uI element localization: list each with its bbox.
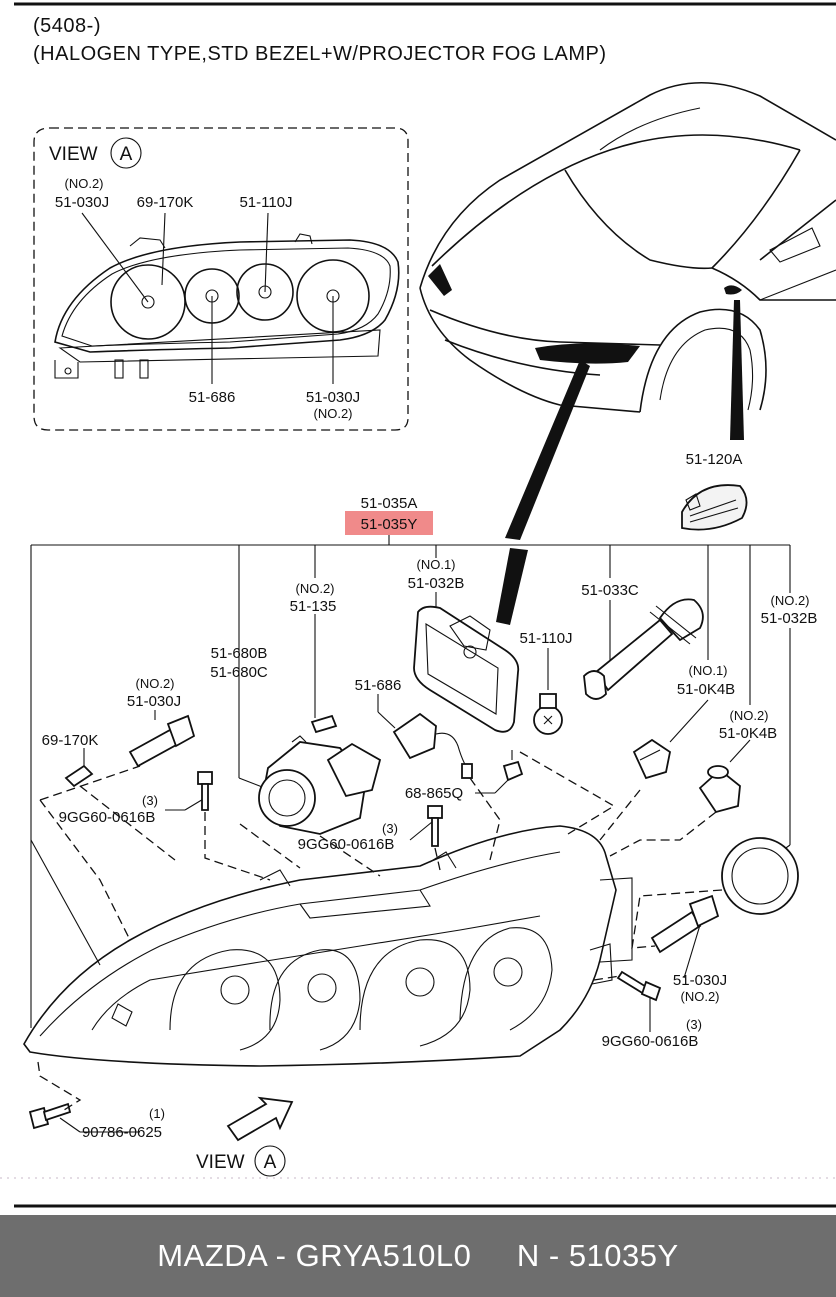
view-a-circle	[110, 137, 142, 169]
label-90786-0625: 90786-0625	[82, 1124, 162, 1141]
label-no1-a: (NO.1)	[417, 557, 456, 572]
footer-text: MAZDA - GRYA510L0 N - 51035Y	[157, 1238, 679, 1273]
label-51-680c: 51-680C	[210, 664, 268, 681]
retaining-clip	[502, 750, 524, 782]
rear-cap	[721, 837, 799, 915]
label-51-033c: 51-033C	[581, 582, 639, 599]
view-a-letter: A	[120, 144, 133, 165]
h7-bulb-left	[128, 714, 196, 768]
turn-signal-bulb	[533, 693, 563, 735]
inset-label-no2-a: (NO.2)	[65, 176, 104, 191]
label-51-035a: 51-035A	[361, 495, 418, 512]
label-qty3-a: (3)	[142, 793, 158, 808]
inset-label-51-030j-a: 51-030J	[55, 194, 109, 211]
label-no2-c: (NO.2)	[136, 676, 175, 691]
bolt-90786	[28, 1102, 72, 1130]
h7-bulb-right	[650, 894, 720, 954]
label-51-035y: 51-035Y	[361, 516, 418, 533]
view-a-bottom-letter: A	[264, 1152, 277, 1173]
label-51-680b: 51-680B	[211, 645, 268, 662]
bulb-socket-cover	[413, 605, 520, 733]
inset-label-69-170k: 69-170K	[137, 194, 194, 211]
label-no2-a: (NO.2)	[296, 581, 335, 596]
bolt-9gg60-c	[616, 970, 662, 1002]
inset-label-51-686: 51-686	[189, 389, 236, 406]
label-51-110j: 51-110J	[519, 630, 572, 647]
part-number-footer: MAZDA - GRYA510L0 N - 51035Y	[0, 1215, 836, 1297]
label-51-686: 51-686	[355, 677, 402, 694]
view-a-title: VIEW	[49, 144, 98, 165]
label-51-0k4b-a: 51-0K4B	[677, 681, 735, 698]
header-line1: (5408-)	[33, 15, 101, 37]
view-a-bottom-circle	[254, 1145, 286, 1177]
bulb-socket-a	[632, 738, 672, 780]
callout-tree	[30, 535, 791, 1133]
turn-lamp-lens	[236, 263, 294, 321]
label-69-170k: 69-170K	[42, 732, 99, 749]
label-51-032b-b: 51-032B	[761, 610, 818, 627]
label-51-0k4b-b: 51-0K4B	[719, 725, 777, 742]
headlamp-housing	[23, 825, 633, 1067]
assembly-guides	[37, 751, 723, 1111]
view-a-arrow	[226, 1096, 294, 1142]
label-no2-e: (NO.2)	[681, 989, 720, 1004]
label-no2-b: (NO.2)	[771, 593, 810, 608]
headlamp-bulb	[583, 598, 704, 700]
label-no2-d: (NO.2)	[730, 708, 769, 723]
label-qty1: (1)	[149, 1106, 165, 1121]
parts-diagram: (5408-) (HALOGEN TYPE,STD BEZEL+W/PROJEC…	[0, 2, 836, 1208]
car-outline	[419, 82, 836, 625]
view-a-bottom-title: VIEW	[196, 1152, 245, 1173]
fog-lamp-assembly	[258, 735, 382, 835]
bolt-9gg60-a	[197, 771, 213, 811]
label-51-030j-a: 51-030J	[127, 693, 181, 710]
label-9gg60-b: 9GG60-0616B	[298, 836, 395, 853]
inset-label-no2-b: (NO.2)	[314, 406, 353, 421]
header-line2: (HALOGEN TYPE,STD BEZEL+W/PROJECTOR FOG …	[33, 43, 607, 65]
label-51-032b-a: 51-032B	[408, 575, 465, 592]
bulb-socket-b	[698, 765, 741, 814]
label-9gg60-a: 9GG60-0616B	[59, 809, 156, 826]
label-9gg60-c: 9GG60-0616B	[602, 1033, 699, 1050]
fog-aim-screw	[310, 714, 338, 734]
headlamp-front-view	[54, 233, 400, 379]
inset-label-51-110j: 51-110J	[239, 194, 292, 211]
label-51-135: 51-135	[290, 598, 337, 615]
label-51-030j-b: 51-030J	[673, 972, 727, 989]
bolt-9gg60-b	[427, 805, 443, 847]
label-qty3-c: (3)	[686, 1017, 702, 1032]
label-no1-b: (NO.1)	[689, 663, 728, 678]
view-a-inset: VIEW A (NO.2) 51-	[33, 127, 409, 431]
label-51-120a: 51-120A	[686, 451, 743, 468]
wedge-bulb	[64, 764, 94, 788]
label-qty3-b: (3)	[382, 821, 398, 836]
side-marker-lamp	[681, 484, 748, 531]
inset-label-51-030j-b: 51-030J	[306, 389, 360, 406]
fog-lamp-bulb	[392, 712, 473, 779]
label-68-865q: 68-865Q	[405, 785, 463, 802]
highlight-51-035y	[345, 511, 433, 535]
